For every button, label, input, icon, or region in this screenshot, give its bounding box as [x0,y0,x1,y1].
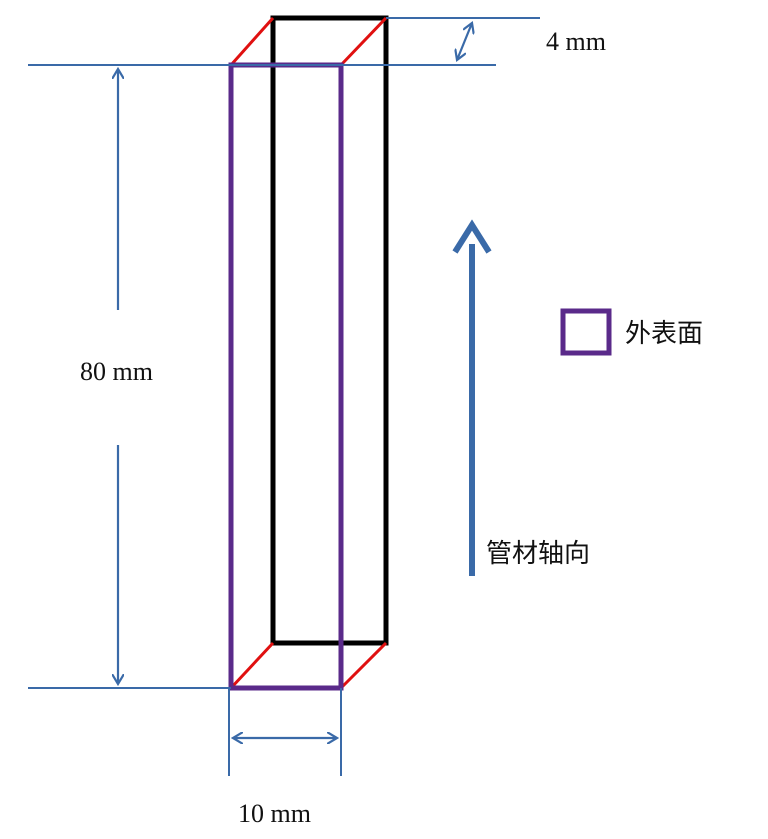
legend-swatch-icon [560,308,612,356]
height-dimension-label: 80 mm [80,357,153,386]
depth-dimension-arrow [457,23,472,60]
front-face [228,62,344,691]
width-dimension-label: 10 mm [238,799,311,828]
axis-arrow-icon [452,219,492,576]
depth-edge-bottom-right [339,641,388,690]
depth-dimension-label: 4 mm [546,27,606,56]
depth-edge-top-right [339,16,388,67]
depth-edge-bottom-left [229,641,275,690]
axis-label: 管材轴向 [486,539,590,569]
depth-edges [229,16,388,690]
back-face [270,15,389,646]
extension-lines [28,17,540,776]
depth-edge-top-left [229,17,275,66]
legend-label-outer-surface: 外表面 [625,319,703,349]
